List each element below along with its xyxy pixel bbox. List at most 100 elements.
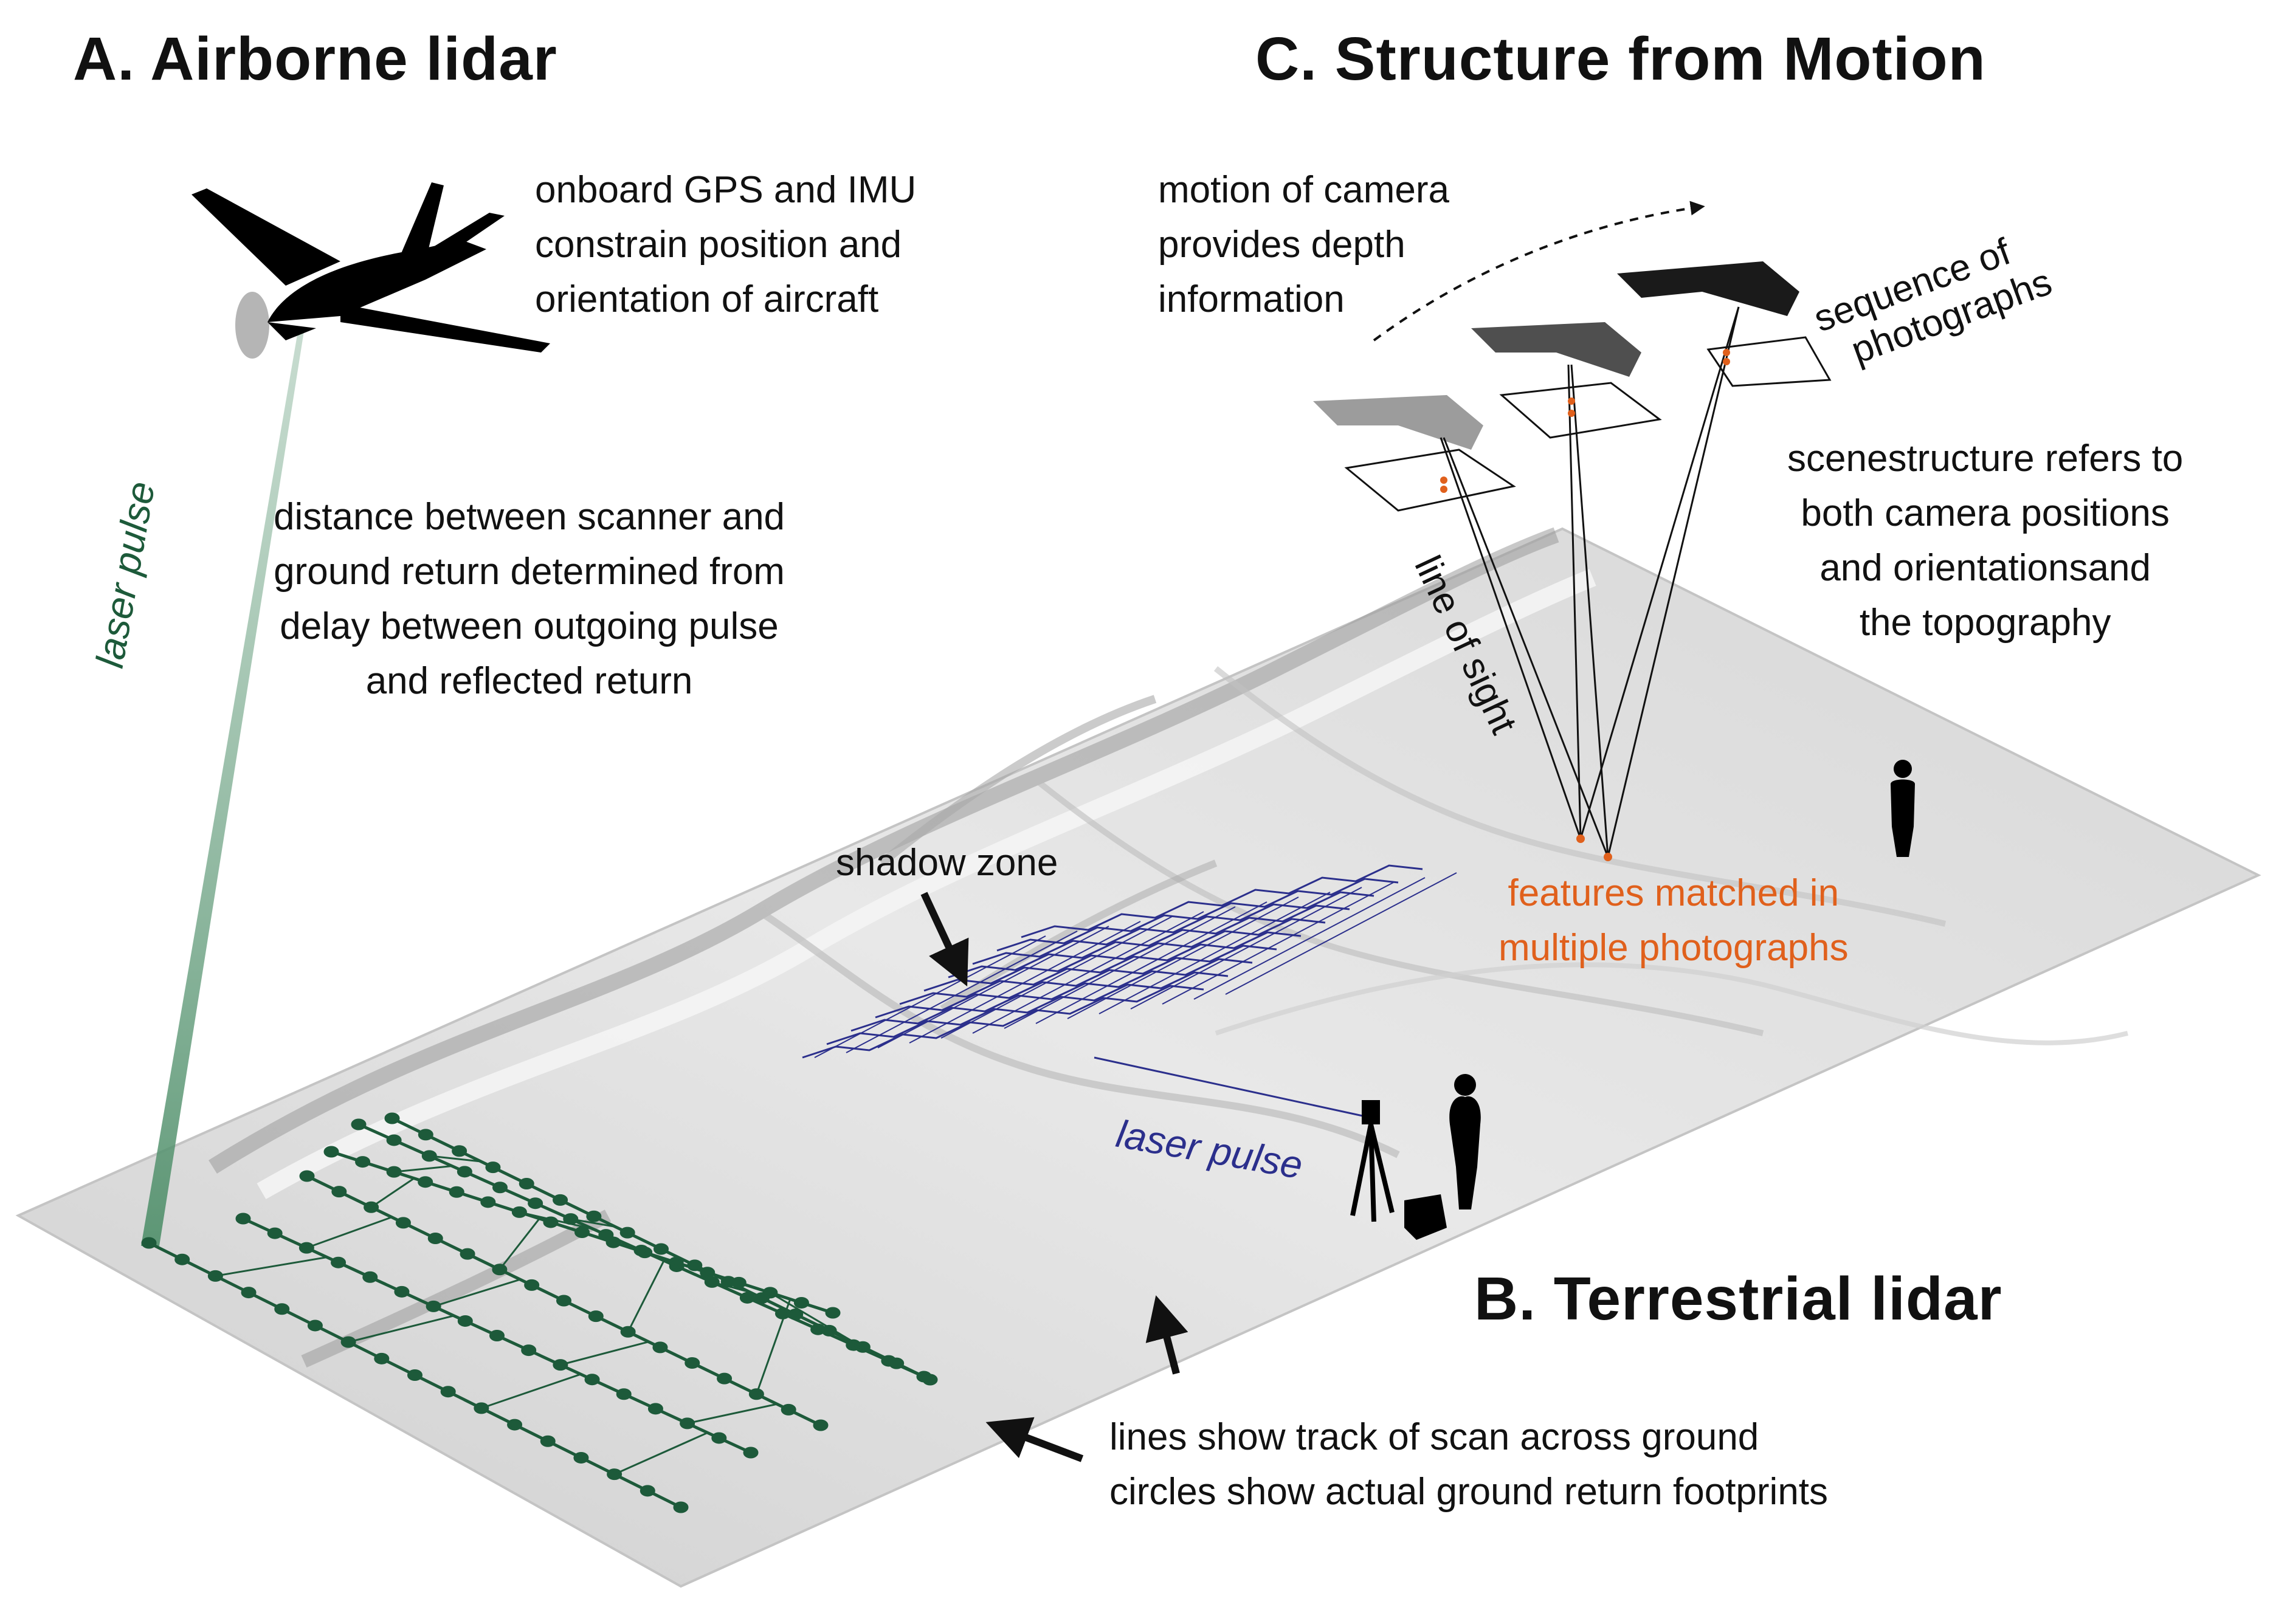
terrestrial-scan-lines bbox=[802, 864, 1457, 1059]
ground-return-footprint bbox=[889, 1357, 905, 1369]
heading-airborne-lidar: A. Airborne lidar bbox=[73, 25, 557, 93]
ground-return-footprint bbox=[141, 1237, 157, 1249]
ground-return-footprint bbox=[449, 1186, 464, 1198]
terrestrial-scan-column bbox=[877, 926, 1109, 1048]
ground-return-footprint bbox=[673, 1501, 689, 1513]
ground-return-footprint bbox=[521, 1344, 537, 1357]
camera-sequence bbox=[1313, 261, 1832, 861]
scan-track-link bbox=[519, 1211, 594, 1230]
ground-return-footprint bbox=[274, 1303, 290, 1315]
standing-person bbox=[1891, 760, 1915, 857]
heading-terrestrial-lidar: B. Terrestrial lidar bbox=[1474, 1265, 2002, 1333]
ground-return-footprint bbox=[556, 1295, 571, 1307]
ground-return-footprint bbox=[440, 1386, 456, 1398]
scan-track-link bbox=[644, 1251, 736, 1293]
ground-return-footprint bbox=[647, 1403, 663, 1415]
terrestrial-scan-column bbox=[909, 921, 1141, 1044]
scan-tracks-annotation: lines show track of scan across ground c… bbox=[1109, 1416, 1829, 1513]
ground-return-footprint bbox=[331, 1186, 347, 1198]
ground-return-footprint bbox=[418, 1176, 433, 1188]
camera-icon-2 bbox=[1471, 322, 1641, 377]
camera-icon-1 bbox=[1313, 395, 1483, 450]
ground-return-footprint bbox=[687, 1259, 703, 1271]
scan-track-link bbox=[348, 1315, 454, 1343]
ground-return-footprint bbox=[788, 1309, 804, 1320]
ground-return-footprint bbox=[652, 1341, 668, 1354]
terrestrial-scan-column bbox=[1004, 906, 1236, 1029]
ground-return-footprint bbox=[323, 1146, 339, 1158]
ground-return-footprint bbox=[418, 1129, 433, 1141]
ground-return-footprint bbox=[573, 1451, 589, 1464]
ground-return-footprint bbox=[507, 1419, 523, 1431]
features-matched-annotation: features matched in multiple photographs bbox=[1499, 872, 1849, 969]
scan-track-link bbox=[627, 1258, 666, 1332]
camera-motion-arrow bbox=[1373, 201, 1705, 342]
scan-track-arrow bbox=[985, 1417, 1084, 1462]
ground-return-footprint bbox=[460, 1248, 475, 1260]
terrestrial-laser-beam bbox=[1094, 1056, 1374, 1120]
ground-return-footprint bbox=[394, 1285, 410, 1298]
ground-return-footprint bbox=[717, 1372, 733, 1385]
terrestrial-scan-row bbox=[996, 878, 1399, 952]
ground-return-footprint bbox=[743, 1447, 759, 1459]
terrestrial-scan-row bbox=[802, 985, 1204, 1059]
terrestrial-scan-row bbox=[850, 958, 1253, 1032]
ground-return-footprint bbox=[331, 1256, 347, 1268]
terrestrial-scan-column bbox=[1098, 892, 1331, 1014]
ground-return-footprint bbox=[793, 1296, 809, 1309]
ground-return-footprint bbox=[711, 1432, 727, 1444]
ground-return-footprint bbox=[633, 1245, 649, 1256]
camera-motion-annotation: motion of camera provides depth informat… bbox=[1158, 169, 1449, 320]
terrestrial-scan-column bbox=[1162, 882, 1394, 1005]
scan-track-link bbox=[481, 1373, 581, 1409]
terrestrial-scan-column bbox=[1225, 872, 1457, 995]
airplane-icon bbox=[191, 182, 550, 359]
ground-return-footprint bbox=[384, 1112, 400, 1124]
terrestrial-scan-row bbox=[826, 971, 1229, 1045]
scan-track-link bbox=[370, 1177, 415, 1208]
ground-return-footprint bbox=[457, 1315, 473, 1327]
terrestrial-scan-column bbox=[814, 935, 1046, 1058]
scan-track-link bbox=[306, 1216, 392, 1249]
terrestrial-scan-column bbox=[1035, 901, 1267, 1024]
terrestrial-scan-column bbox=[940, 916, 1173, 1039]
scan-track-link bbox=[711, 1281, 750, 1293]
airborne-scan-tracks bbox=[141, 1112, 938, 1513]
ground-return-footprint bbox=[386, 1134, 402, 1146]
ground-return-footprint bbox=[307, 1320, 323, 1332]
scan-track-link bbox=[560, 1341, 649, 1366]
ground-return-footprint bbox=[355, 1156, 371, 1168]
ground-return-footprint bbox=[754, 1292, 770, 1304]
ground-return-footprint bbox=[267, 1227, 283, 1239]
ground-return-footprint bbox=[480, 1196, 496, 1208]
heading-structure-from-motion: C. Structure from Motion bbox=[1255, 25, 1986, 93]
ground-return-footprint bbox=[407, 1369, 422, 1381]
ground-return-footprint bbox=[174, 1253, 190, 1265]
ground-return-footprint bbox=[685, 1357, 700, 1369]
ground-return-footprint bbox=[781, 1403, 796, 1416]
scan-track-link bbox=[498, 1218, 540, 1270]
scan-track-link bbox=[687, 1403, 778, 1425]
scan-track-link bbox=[393, 1165, 452, 1173]
ground-return-footprint bbox=[241, 1287, 257, 1299]
ground-return-footprint bbox=[457, 1166, 472, 1178]
airborne-laser-beam bbox=[141, 331, 304, 1246]
terrestrial-scan-column bbox=[1193, 877, 1426, 1000]
scan-track-link bbox=[215, 1256, 328, 1277]
camera-icon-3 bbox=[1617, 261, 1799, 316]
scan-track-link bbox=[429, 1155, 481, 1163]
ground-return-footprint bbox=[489, 1330, 505, 1341]
ground-return-footprint bbox=[395, 1217, 411, 1229]
ground-return-footprint bbox=[619, 1227, 635, 1239]
ground-return-footprint bbox=[586, 1210, 602, 1222]
scan-track-link bbox=[570, 1218, 616, 1228]
terrestrial-scan-row bbox=[972, 891, 1374, 965]
ground-return-footprint bbox=[616, 1388, 632, 1400]
ground-return-footprint bbox=[654, 1243, 669, 1255]
ground-return-footprint bbox=[519, 1178, 534, 1189]
ground-return-footprint bbox=[825, 1307, 841, 1319]
terrestrial-scan-row bbox=[875, 944, 1277, 1019]
ground-return-footprint bbox=[362, 1271, 378, 1283]
scanner-operator bbox=[1350, 1074, 1481, 1240]
